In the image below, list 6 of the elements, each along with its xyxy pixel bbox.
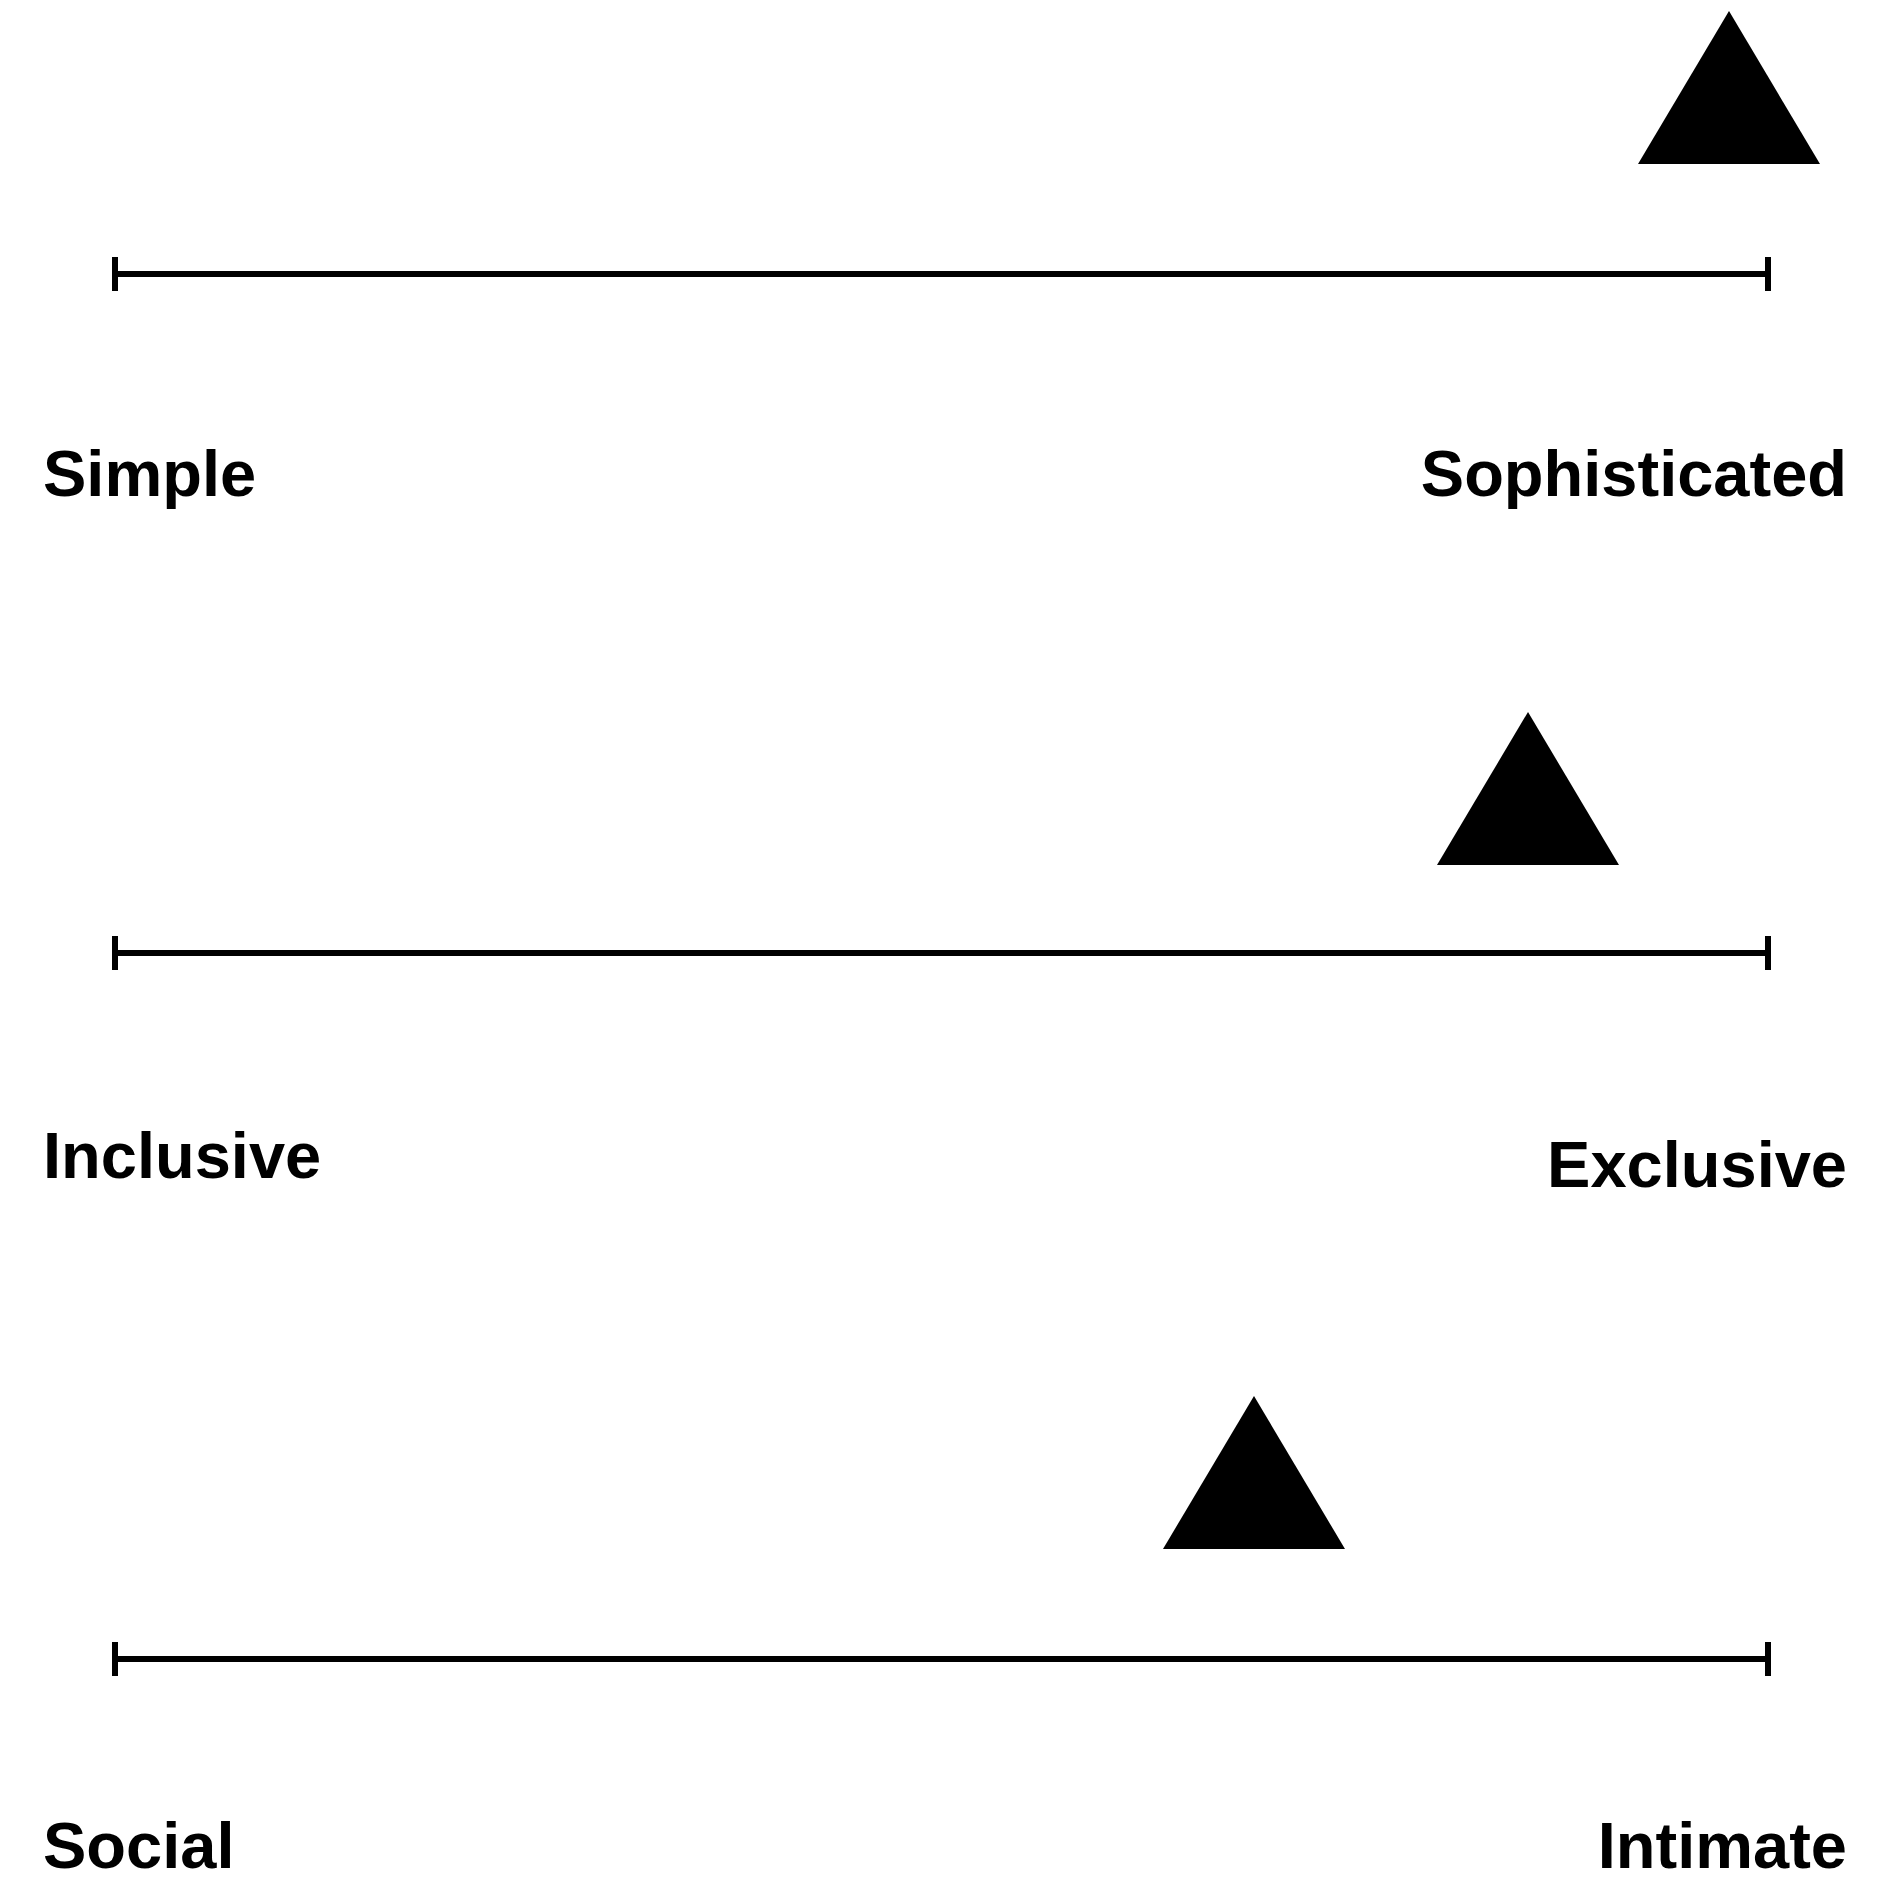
scale-label: Inclusive xyxy=(43,1120,322,1192)
scale-label: Social xyxy=(43,1810,235,1882)
scale-label: Exclusive xyxy=(1547,1129,1847,1201)
scale-label: Simple xyxy=(43,438,257,510)
scale-label: Sophisticated xyxy=(1420,438,1847,510)
scale-label: Intimate xyxy=(1597,1810,1847,1882)
